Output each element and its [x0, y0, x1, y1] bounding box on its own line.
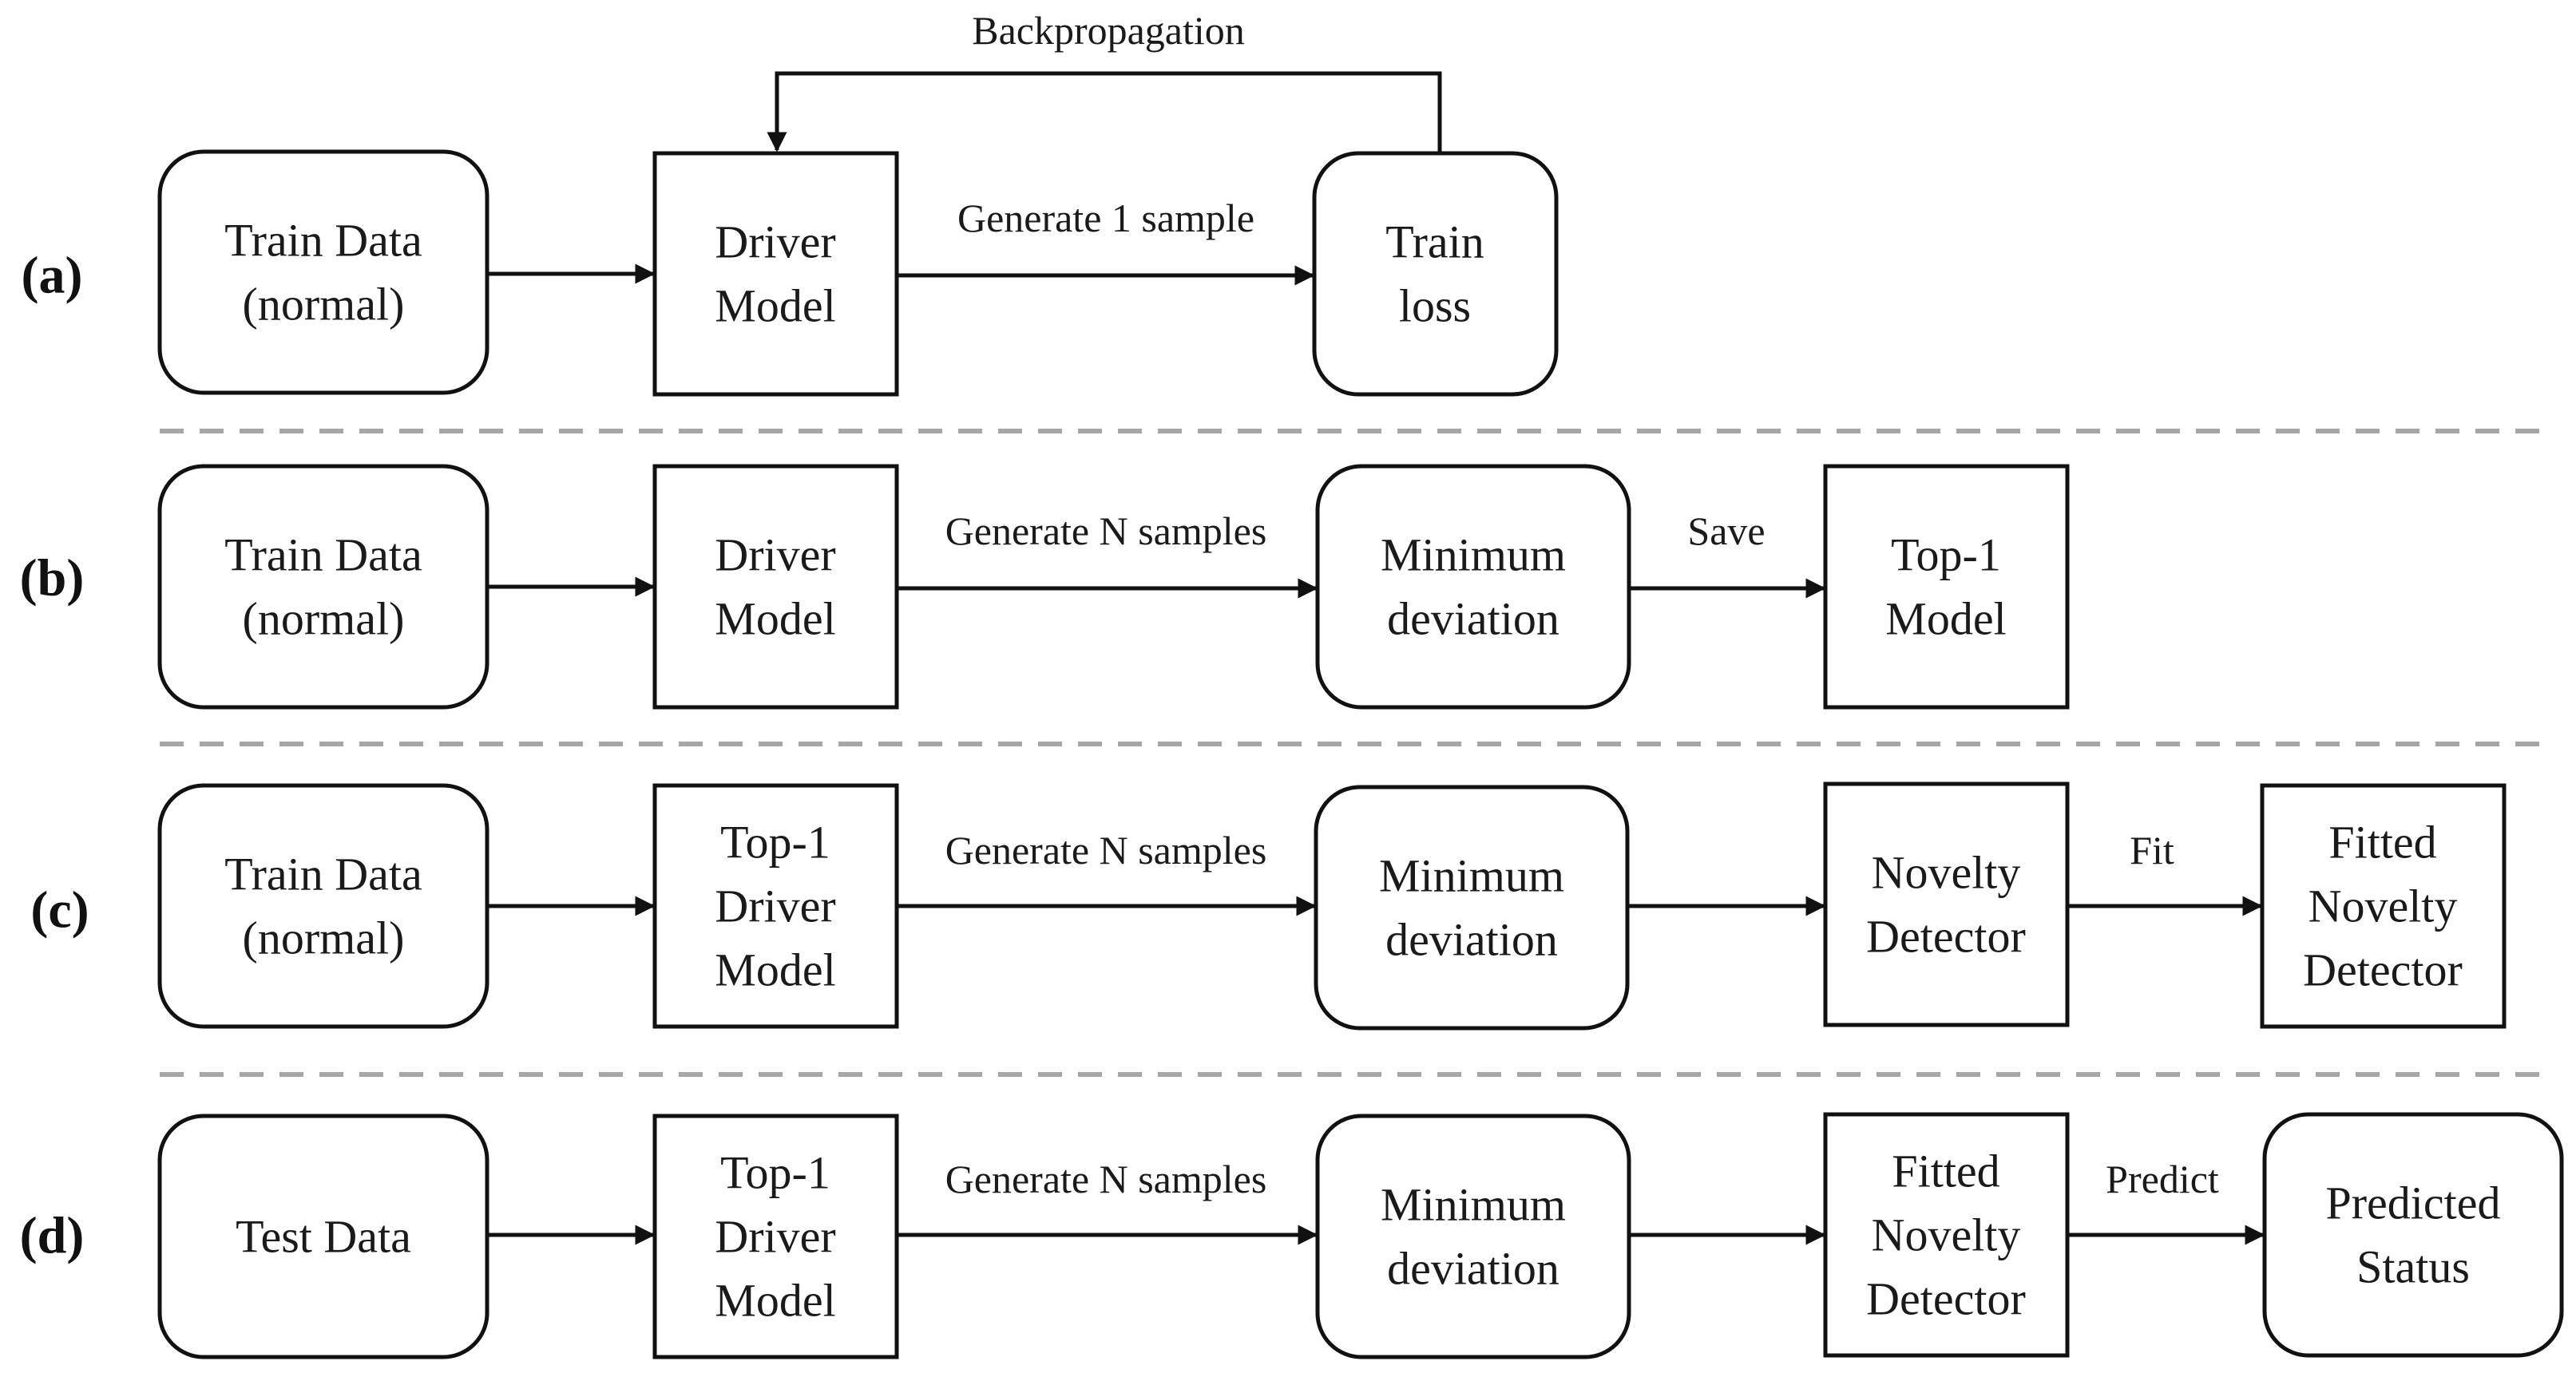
node-label-line: Detector — [1866, 1273, 2026, 1325]
node-label-line: Model — [1885, 593, 2006, 645]
node-a-train-loss — [1312, 151, 1559, 397]
node-label-line: Detector — [1866, 911, 2026, 963]
node-d-top1-driver — [652, 1114, 899, 1359]
node-label-line: Top-1 — [1891, 529, 2001, 581]
node-label-line: (normal) — [243, 279, 405, 330]
node-c-fitted — [2260, 783, 2507, 1029]
node-label-line: Model — [715, 280, 835, 332]
node-label-line: Fitted — [1892, 1145, 1999, 1197]
edge-d-predict-label: Predict — [2106, 1157, 2219, 1201]
node-label-line: Train Data — [224, 215, 422, 267]
node-label-line: Driver — [715, 529, 835, 581]
node-label-line: Driver — [715, 1211, 835, 1263]
node-label-line: Novelty — [2308, 880, 2458, 932]
node-label-line: Test Data — [236, 1211, 411, 1263]
node-d-min-dev-label: Minimum deviation — [1381, 1179, 1566, 1295]
node-label-line: Top-1 — [720, 1147, 830, 1199]
node-label-line: Driver — [715, 216, 835, 268]
node-d-fitted — [1823, 1112, 2070, 1358]
node-label-line: Train Data — [224, 849, 422, 900]
node-a-train-loss-label: Train loss — [1385, 216, 1484, 332]
node-label-line: loss — [1399, 280, 1471, 332]
node-c-min-dev — [1314, 785, 1630, 1031]
node-label-line: Fitted — [2328, 817, 2436, 869]
node-c-min-dev-label: Minimum deviation — [1379, 850, 1564, 966]
node-label-line: Novelty — [1872, 847, 2021, 899]
node-label-line: (normal) — [243, 912, 405, 964]
node-label-line: Novelty — [1872, 1209, 2021, 1261]
node-label-line: Predicted — [2325, 1177, 2500, 1229]
edge-a-generate-label: Generate 1 sample — [957, 196, 1254, 240]
node-label-line: Top-1 — [720, 817, 830, 869]
node-label-line: Model — [715, 1275, 835, 1327]
node-b-driver-model — [652, 464, 899, 710]
node-label-line: deviation — [1387, 1243, 1559, 1295]
node-b-train-data-label: Train Data (normal) — [224, 529, 422, 645]
node-d-min-dev — [1315, 1114, 1631, 1359]
node-label-line: Driver — [715, 880, 835, 932]
node-c-train-data-label: Train Data (normal) — [224, 849, 422, 964]
node-b-top1-model — [1823, 464, 2070, 710]
node-label-line: Train — [1385, 216, 1484, 268]
node-c-train-data — [157, 783, 489, 1029]
node-label-line: (normal) — [243, 593, 405, 645]
node-label-line: Model — [715, 944, 835, 996]
node-c-novelty — [1823, 781, 2070, 1027]
node-label-line: Train Data — [224, 529, 422, 581]
edge-b-save-label: Save — [1687, 508, 1765, 553]
row-label-d: (d) — [20, 1207, 85, 1265]
node-b-train-data — [157, 464, 489, 710]
edge-a-backprop-label: Backpropagation — [972, 8, 1245, 53]
node-label-line: Detector — [2303, 944, 2463, 996]
node-a-driver-model — [652, 151, 899, 397]
node-label-line: Minimum — [1381, 529, 1566, 581]
node-c-top1-driver — [652, 783, 899, 1029]
edge-b-generate-label: Generate N samples — [945, 508, 1267, 553]
row-label-a: (a) — [22, 247, 83, 305]
node-label-line: Status — [2356, 1241, 2470, 1293]
edge-d-generate-label: Generate N samples — [945, 1157, 1267, 1201]
node-label-line: Minimum — [1379, 850, 1564, 902]
node-a-train-data — [157, 149, 489, 395]
edge-c-generate-label: Generate N samples — [945, 828, 1267, 872]
node-a-train-data-label: Train Data (normal) — [224, 215, 422, 330]
node-label-line: deviation — [1387, 593, 1559, 645]
node-b-min-dev — [1315, 464, 1631, 710]
edge-c-fit-label: Fit — [2130, 828, 2174, 872]
row-label-c: (c) — [30, 881, 89, 940]
node-b-min-dev-label: Minimum deviation — [1381, 529, 1566, 645]
node-d-predicted — [2262, 1112, 2564, 1358]
node-label-line: Minimum — [1381, 1179, 1566, 1231]
node-label-line: Model — [715, 593, 835, 645]
edge-a-backprop — [767, 71, 1442, 152]
row-label-b: (b) — [20, 549, 85, 607]
node-d-test-data-label: Test Data — [236, 1211, 411, 1263]
node-label-line: deviation — [1385, 914, 1558, 966]
